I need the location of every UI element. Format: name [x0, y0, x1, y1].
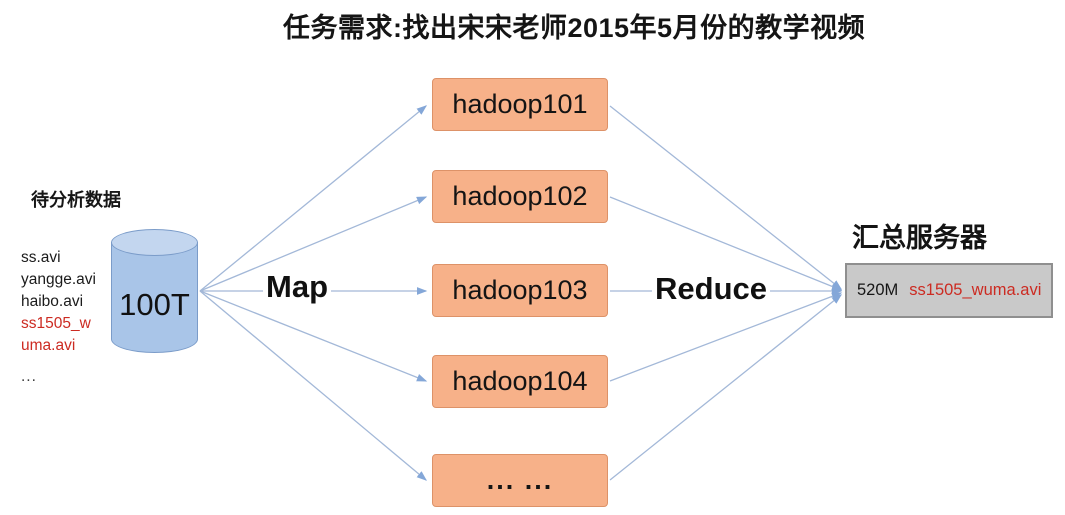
- mapper-node-hadoop102: hadoop102: [432, 170, 608, 223]
- cylinder-top-ellipse: [111, 229, 198, 256]
- source-storage-cylinder: 100T: [111, 229, 198, 355]
- summary-server-title: 汇总服务器: [852, 223, 987, 253]
- page-title: 任务需求:找出宋宋老师2015年5月份的教学视频: [283, 13, 866, 43]
- file-item-highlighted: ss1505_w: [21, 315, 91, 332]
- mapper-node-hadoop103: hadoop103: [432, 264, 608, 317]
- map-phase-label: Map: [263, 269, 331, 305]
- reduce-arrows: [609, 105, 843, 481]
- mapper-node-hadoop104: hadoop104: [432, 355, 608, 408]
- file-list-ellipsis: ...: [21, 368, 37, 385]
- result-file-size: 520M: [857, 281, 899, 299]
- cylinder-body: [111, 242, 198, 353]
- source-file-list: ss.avi yangge.avi haibo.avi ss1505_w uma…: [21, 247, 96, 388]
- mapper-node-ellipsis: ... ...: [432, 454, 608, 507]
- file-item: ss.avi: [21, 249, 61, 266]
- source-data-label: 待分析数据: [31, 190, 121, 210]
- summary-server-box: 520M ss1505_wuma.avi: [845, 263, 1053, 318]
- file-item: yangge.avi: [21, 271, 96, 288]
- mapper-node-hadoop101: hadoop101: [432, 78, 608, 131]
- file-item: haibo.avi: [21, 293, 84, 310]
- file-item-highlighted: uma.avi: [21, 337, 76, 354]
- storage-capacity-label: 100T: [119, 287, 190, 322]
- result-file-name: ss1505_wuma.avi: [909, 281, 1042, 299]
- reduce-phase-label: Reduce: [652, 271, 770, 307]
